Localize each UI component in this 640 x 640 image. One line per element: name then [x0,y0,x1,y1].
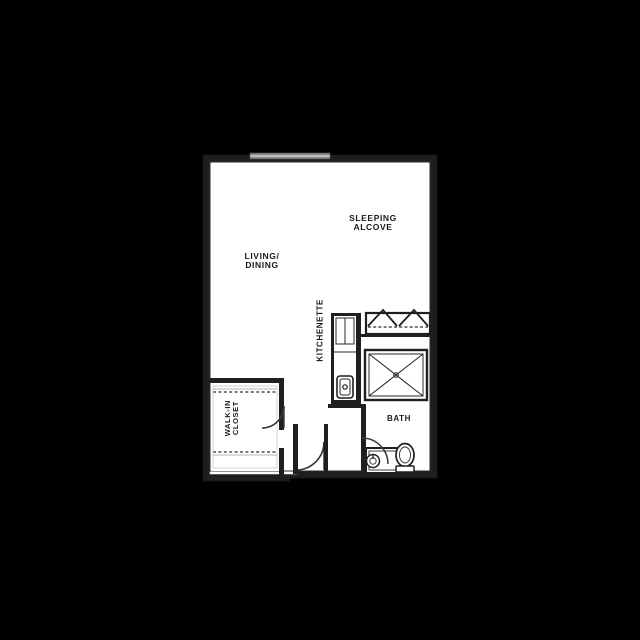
kitchenette-unit [331,313,359,405]
shower-tub [363,348,429,402]
room-label-line1: BATH [386,414,412,423]
room-label-sleeping-alcove: SLEEPING ALCOVE [335,213,411,233]
room-label-line1: KITCHENETTE [315,299,325,362]
room-label-line1: SLEEPING [349,213,397,223]
room-label-living-dining: LIVING/ DINING [226,251,298,271]
room-label-bath: BATH [378,414,420,424]
bath-door [361,437,389,465]
wardrobe-left [367,308,398,327]
wardrobe-closets [364,308,432,336]
closet-door [261,405,285,429]
closet-shelf-lower [213,451,277,456]
room-label-line1: LIVING/ [244,251,280,261]
room-label-line2: DINING [245,260,279,271]
closet-shelf-upper [213,388,277,393]
wardrobe-right [398,308,429,327]
kitchen-sink [336,375,354,399]
hall-walls [328,404,361,408]
room-label-line2: CLOSET [231,401,240,436]
room-label-line2: ALCOVE [353,222,393,233]
kitchen-partition-walls [331,313,361,405]
kitchen-upper-cabinet [335,317,355,345]
room-label-walk-in-closet: WALK-IN CLOSET [223,386,240,450]
entry-door [293,424,328,474]
walk-in-closet [206,378,284,475]
north-window [249,152,331,160]
room-label-kitchenette: KITCHENETTE [315,295,326,365]
toilet [395,442,415,473]
